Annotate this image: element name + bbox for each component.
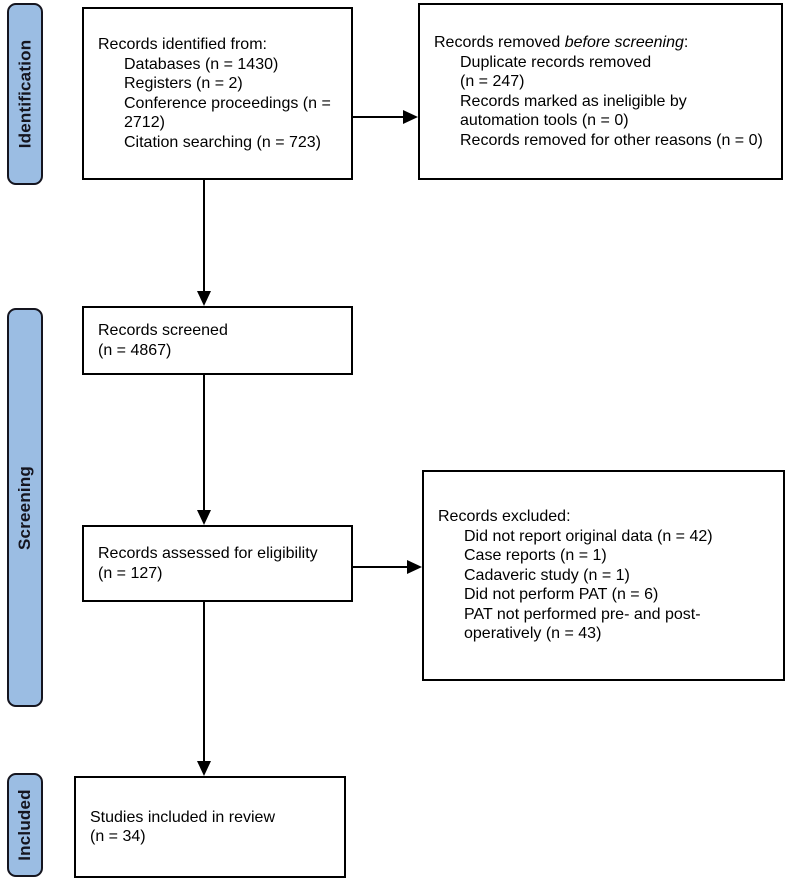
box-line: Records removed for other reasons (n = 0… bbox=[460, 131, 763, 149]
box-records-assessed: Records assessed for eligibility (n = 12… bbox=[82, 525, 353, 602]
stage-rail-identification: Identification bbox=[7, 3, 43, 185]
box-line: Did not perform PAT (n = 6) bbox=[464, 586, 659, 604]
box-line: Citation searching (n = 723) bbox=[124, 133, 321, 151]
arrow-down-head-icon bbox=[197, 510, 211, 525]
box-line: Records marked as ineligible by bbox=[460, 92, 687, 110]
box-line: operatively (n = 43) bbox=[464, 625, 602, 643]
box-records-identified: Records identified from: Databases (n = … bbox=[82, 7, 353, 180]
stage-label-identification: Identification bbox=[15, 39, 35, 149]
box-line: Case reports (n = 1) bbox=[464, 547, 607, 565]
box-line: Records assessed for eligibility bbox=[98, 545, 318, 562]
box-line: (n = 247) bbox=[460, 73, 525, 90]
box-line: Records screened bbox=[98, 322, 228, 339]
box-line: Registers (n = 2) bbox=[124, 75, 243, 92]
box-line: Cadaveric study (n = 1) bbox=[464, 566, 630, 584]
box-records-screened: Records screened (n = 4867) bbox=[82, 306, 353, 375]
arrow-assessed-to-included-line bbox=[203, 602, 205, 761]
box-line: PAT not performed pre- and post- bbox=[464, 605, 701, 623]
stage-label-screening: Screening bbox=[15, 465, 34, 550]
box-title: Records removed before screening: bbox=[434, 33, 773, 53]
box-studies-included: Studies included in review (n = 34) bbox=[74, 776, 346, 878]
title-italic-text: before screening bbox=[564, 34, 684, 51]
box-line: Databases (n = 1430) bbox=[124, 55, 279, 73]
arrow-down-head-icon bbox=[197, 291, 211, 306]
box-line: (n = 4867) bbox=[98, 341, 172, 359]
box-line: 2712) bbox=[124, 114, 165, 131]
box-records-removed: Records removed before screening: Duplic… bbox=[418, 3, 783, 180]
arrow-down-head-icon bbox=[197, 761, 211, 776]
stage-rail-screening: Screening bbox=[7, 308, 43, 707]
stage-label-included: Included bbox=[15, 789, 34, 861]
box-line: automation tools (n = 0) bbox=[460, 112, 629, 129]
arrow-assessed-to-excluded-line bbox=[353, 566, 408, 568]
box-line: Conference proceedings (n = bbox=[124, 94, 331, 112]
box-line: Studies included in review bbox=[90, 808, 275, 826]
box-records-excluded: Records excluded: Did not report origina… bbox=[422, 470, 785, 681]
box-line: Did not report original data (n = 42) bbox=[464, 527, 713, 545]
box-line: Duplicate records removed bbox=[460, 53, 652, 71]
arrow-identified-to-removed-line bbox=[353, 116, 405, 118]
box-title: Records excluded: bbox=[438, 508, 571, 526]
arrow-right-head-icon bbox=[403, 110, 418, 124]
title-text: Records removed bbox=[434, 34, 565, 51]
stage-rail-included: Included bbox=[7, 773, 43, 877]
title-text: : bbox=[683, 34, 689, 51]
box-title: Records identified from: bbox=[98, 36, 267, 53]
arrow-right-head-icon bbox=[407, 560, 422, 574]
box-line: (n = 127) bbox=[98, 564, 163, 582]
arrow-identified-to-screened-line bbox=[203, 180, 205, 292]
box-line: (n = 34) bbox=[90, 828, 146, 845]
arrow-screened-to-assessed-line bbox=[203, 375, 205, 511]
